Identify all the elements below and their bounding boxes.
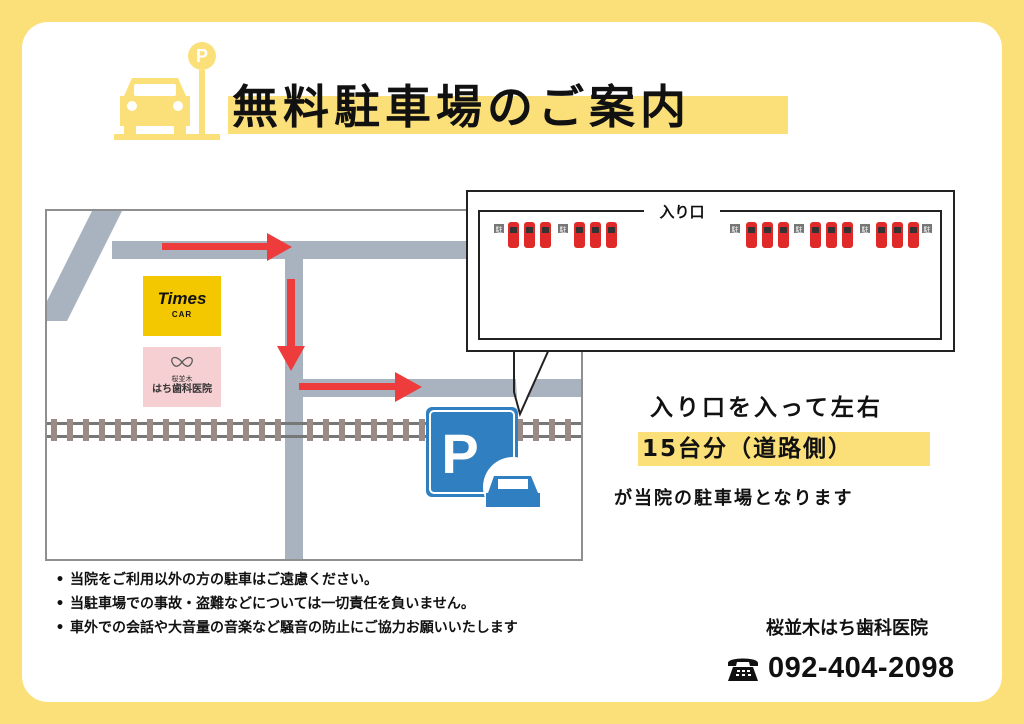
clinic-logo: 桜並木 はち歯科医院 — [143, 347, 221, 407]
parked-car-icon — [524, 222, 535, 248]
parking-space-label: 駐 — [560, 225, 567, 234]
note-item: 当駐車場での事故・盗難などについては一切責任を負いません。 — [50, 592, 670, 616]
parking-lot-outline: 駐駐駐駐駐駐 — [478, 210, 942, 340]
clinic-logo-mark-icon — [171, 356, 193, 367]
parked-car-icon — [810, 222, 821, 248]
parked-car-icon — [908, 222, 919, 248]
times-car-logo: Times CAR — [143, 276, 221, 336]
times-logo-name: Times — [157, 289, 207, 308]
parked-car-icon — [892, 222, 903, 248]
parked-car-icon — [574, 222, 585, 248]
parked-car-icon — [540, 222, 551, 248]
clinic-logo-name: はち歯科医院 — [152, 384, 212, 395]
info-line-1: 入り口を入って左右 — [650, 395, 883, 421]
road-diagonal — [47, 211, 122, 321]
parking-space-marker: 駐 — [730, 224, 740, 234]
parking-space-label: 駐 — [796, 225, 803, 234]
parking-space-label: 駐 — [862, 225, 869, 234]
page-title: 無料駐車場のご案内 — [232, 80, 691, 134]
car-parking-icon: P — [114, 42, 220, 140]
parking-sign: P — [426, 407, 543, 517]
parking-spaces: 駐駐駐駐駐駐 — [494, 222, 932, 248]
parked-car-icon — [842, 222, 853, 248]
phone-number: 092-404-2098 — [768, 652, 955, 684]
info-line-3: が当院の駐車場となります — [614, 488, 854, 509]
map-parking-letter: P — [441, 422, 478, 485]
info-highlight — [638, 432, 930, 466]
info-line-2: 15台分（道路側） — [642, 436, 854, 462]
route-arrows — [162, 233, 422, 402]
map-drawing: P — [47, 211, 581, 559]
parked-car-icon — [778, 222, 789, 248]
parked-car-icon — [606, 222, 617, 248]
title-highlight — [228, 96, 788, 134]
callout-pointer — [513, 346, 551, 417]
parking-space-marker: 駐 — [494, 224, 504, 234]
railway — [47, 419, 581, 441]
entrance-label: 入り口 — [644, 202, 720, 222]
clinic-logo-small-text: 桜並木 — [171, 375, 193, 383]
note-item: 車外での会話や大音量の音楽など騒音の防止にご協力お願いいたします — [50, 616, 670, 640]
parked-car-icon — [590, 222, 601, 248]
phone-row: 092-404-2098 — [726, 647, 976, 689]
parking-space-label: 駐 — [924, 225, 931, 234]
parked-car-icon — [508, 222, 519, 248]
parked-car-icon — [826, 222, 837, 248]
notes-list: 当院をご利用以外の方の駐車はご遠慮ください。 当駐車場での事故・盗難などについて… — [50, 568, 670, 640]
clinic-name: 桜並木はち歯科医院 — [766, 618, 928, 639]
parked-car-icon — [876, 222, 887, 248]
parking-space-marker: 駐 — [860, 224, 870, 234]
parking-space-label: 駐 — [496, 225, 503, 234]
note-item: 当院をご利用以外の方の駐車はご遠慮ください。 — [50, 568, 670, 592]
times-logo-sub: CAR — [171, 310, 193, 319]
parking-space-marker: 駐 — [558, 224, 568, 234]
parked-car-icon — [746, 222, 757, 248]
telephone-icon — [728, 658, 758, 681]
parked-car-icon — [762, 222, 773, 248]
parking-space-label: 駐 — [732, 225, 739, 234]
parking-space-marker: 駐 — [794, 224, 804, 234]
header-parking-letter: P — [196, 46, 208, 66]
parking-space-marker: 駐 — [922, 224, 932, 234]
